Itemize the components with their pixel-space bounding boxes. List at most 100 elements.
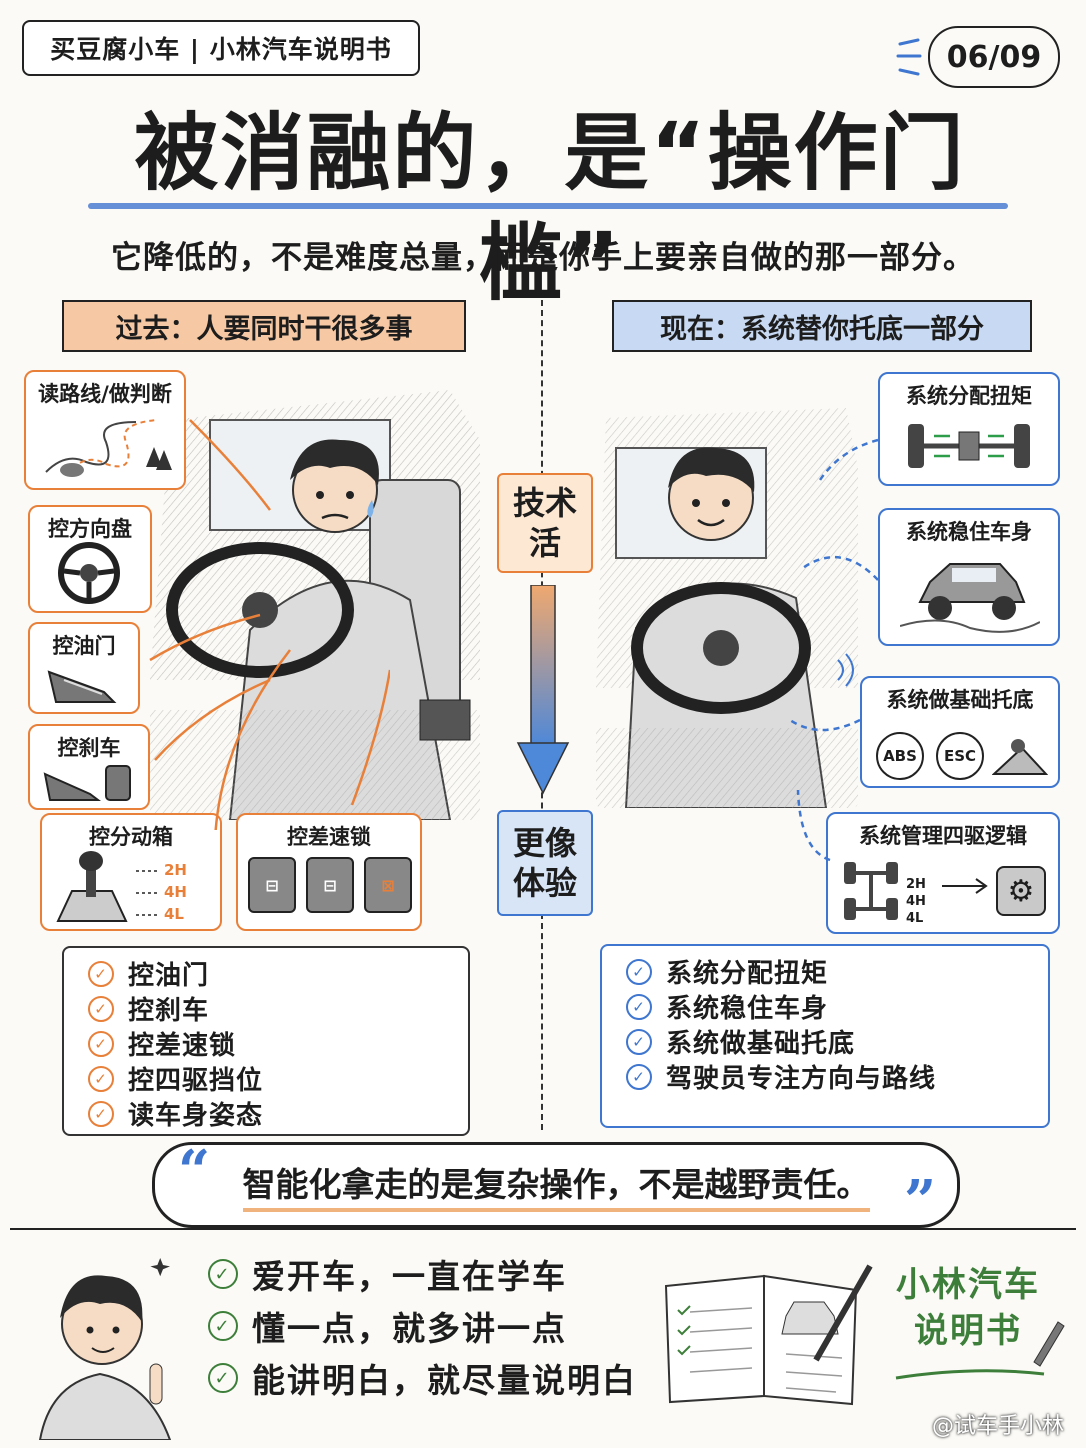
notebook-illustration — [664, 1264, 873, 1406]
right-connector-lines — [789, 438, 879, 862]
relaxed-driver-illustration — [596, 388, 858, 808]
gear-settings-icon: ⚙ — [996, 866, 1046, 916]
mid-technical-line1: 技术 — [512, 484, 577, 522]
check-icon: ✓ — [208, 1363, 238, 1393]
author-points: ✓ 爱开车，一直在学车 ✓ 懂一点，就多讲一点 ✓ 能讲明白，就尽量说明白 — [208, 1248, 637, 1404]
card-stability: 系统稳住车身 — [878, 508, 1060, 646]
stressed-driver-illustration — [150, 380, 480, 820]
card-awd-logic: 系统管理四驱逻辑 2H 4H 4L ⚙ — [826, 812, 1060, 934]
mid-experience-box: 更像 体验 — [497, 810, 593, 916]
awd-gear-labels: 2H 4H 4L — [906, 876, 926, 927]
brand-pen-underline — [895, 1321, 1065, 1380]
check-icon: ✓ — [88, 1100, 114, 1127]
right-check-item: ✓ 系统分配扭矩 — [626, 954, 1048, 989]
winding-road-icon — [45, 419, 172, 477]
awd-gear-2h: 2H — [906, 877, 926, 892]
left-checklist: ✓ 控油门 ✓ 控刹车 ✓ 控差速锁 ✓ 控四驱挡位 ✓ 读车身姿态 — [62, 946, 470, 1136]
check-icon: ✓ — [208, 1311, 238, 1341]
check-icon: ✓ — [626, 1063, 652, 1090]
card-stability-label: 系统稳住车身 — [906, 520, 1032, 544]
awd-gear-4l: 4L — [906, 911, 924, 926]
brand-line1: 小林汽车 — [896, 1265, 1040, 1305]
series-tag: 买豆腐小车 | 小林汽车说明书 — [22, 20, 420, 76]
abs-badge: ABS — [876, 732, 924, 780]
transfer-gear-labels: 2H 4H 4L — [134, 859, 187, 925]
close-quote-icon: ” — [904, 1168, 937, 1234]
card-steering: 控方向盘 — [28, 505, 152, 613]
left-check-text: 控四驱挡位 — [128, 1066, 264, 1096]
mid-technical-line2: 活 — [528, 524, 561, 562]
author-point-text: 懂一点，就多讲一点 — [252, 1309, 567, 1348]
drivetrain-torque-icon — [908, 424, 1030, 468]
check-icon: ✓ — [626, 993, 652, 1020]
left-check-item: ✓ 读车身姿态 — [88, 1096, 468, 1131]
left-check-item: ✓ 控油门 — [88, 956, 468, 991]
author-avatar — [38, 1258, 172, 1440]
card-transfer-label: 控分动箱 — [89, 825, 173, 849]
brake-pedal-icon — [43, 765, 131, 801]
hill-assist-icon — [992, 739, 1048, 775]
left-check-item: ✓ 控四驱挡位 — [88, 1061, 468, 1096]
offroad-suv-icon — [900, 563, 1040, 633]
gear-shifter-icon — [56, 851, 128, 922]
right-check-item: ✓ 系统做基础托底 — [626, 1024, 1048, 1059]
right-check-text: 系统分配扭矩 — [666, 959, 829, 989]
mid-experience-line1: 更像 — [512, 824, 577, 862]
right-check-text: 系统做基础托底 — [666, 1029, 856, 1059]
card-brake: 控刹车 — [28, 724, 150, 810]
awd-gear-4h: 4H — [906, 894, 926, 909]
quote-text: 智能化拿走的是复杂操作，不是越野责任。 — [242, 1158, 870, 1212]
transition-arrow-icon — [516, 585, 570, 795]
gear-leader-lines — [136, 870, 160, 916]
watermark: @试车手小林 — [931, 1414, 1064, 1439]
arrow-right-icon — [942, 878, 988, 894]
diff-lock-buttons: ⊟ ⊟ ⊠ — [248, 857, 412, 913]
left-ribbon: 过去：人要同时干很多事 — [62, 300, 466, 352]
page-subtitle: 它降低的，不是难度总量，而是你手上要亲自做的那一部分。 — [111, 240, 975, 276]
author-point-text: 爱开车，一直在学车 — [252, 1257, 567, 1296]
author-point-text: 能讲明白，就尽量说明白 — [252, 1361, 637, 1400]
right-check-text: 驾驶员专注方向与路线 — [666, 1064, 937, 1094]
gear-4h: 4H — [164, 883, 187, 901]
check-icon: ✓ — [88, 1030, 114, 1057]
right-ribbon: 现在：系统替你托底一部分 — [612, 300, 1032, 352]
check-icon: ✓ — [626, 958, 652, 985]
left-check-item: ✓ 控差速锁 — [88, 1026, 468, 1061]
esc-badge: ESC — [936, 732, 984, 780]
check-icon: ✓ — [88, 960, 114, 987]
card-transfer-case: 控分动箱 2H 4H 4L — [40, 813, 222, 931]
left-check-text: 控差速锁 — [128, 1031, 237, 1061]
awd-chassis-icon — [844, 862, 898, 920]
right-check-item: ✓ 系统稳住车身 — [626, 989, 1048, 1024]
card-route-judgment: 读路线/做判断 — [24, 370, 186, 490]
brand-line2: 说明书 — [914, 1311, 1022, 1351]
diff-lock-front-icon: ⊟ — [248, 857, 296, 913]
left-check-text: 读车身姿态 — [128, 1101, 264, 1131]
left-arrows — [149, 419, 390, 830]
right-check-text: 系统稳住车身 — [666, 994, 829, 1024]
mid-experience-line2: 体验 — [512, 864, 577, 902]
card-brake-label: 控刹车 — [57, 736, 121, 760]
check-icon: ✓ — [88, 995, 114, 1022]
page-title: 被消融的，是“操作门槛” — [134, 104, 966, 312]
accelerator-pedal-icon — [47, 670, 117, 703]
card-torque-label: 系统分配扭矩 — [906, 384, 1032, 408]
page-indicator: 06/09 — [928, 26, 1060, 88]
diff-lock-center-icon: ⊠ — [364, 857, 412, 913]
check-icon: ✓ — [208, 1259, 238, 1289]
author-point: ✓ 懂一点，就多讲一点 — [208, 1300, 637, 1352]
card-diff-lock: 控差速锁 ⊟ ⊟ ⊠ — [236, 813, 422, 931]
gear-2h: 2H — [164, 861, 187, 879]
mid-technical-box: 技术 活 — [497, 473, 593, 573]
card-diff-label: 控差速锁 — [287, 825, 371, 849]
card-torque: 系统分配扭矩 — [878, 372, 1060, 486]
right-checklist: ✓ 系统分配扭矩 ✓ 系统稳住车身 ✓ 系统做基础托底 ✓ 驾驶员专注方向与路线 — [600, 944, 1050, 1128]
gear-4l: 4L — [164, 905, 184, 923]
check-icon: ✓ — [626, 1028, 652, 1055]
footer-divider — [10, 1228, 1076, 1230]
open-quote-icon: “ — [178, 1138, 211, 1204]
author-point: ✓ 爱开车，一直在学车 — [208, 1248, 637, 1300]
check-icon: ✓ — [88, 1065, 114, 1092]
left-check-text: 控刹车 — [128, 996, 210, 1026]
left-check-text: 控油门 — [128, 961, 210, 991]
